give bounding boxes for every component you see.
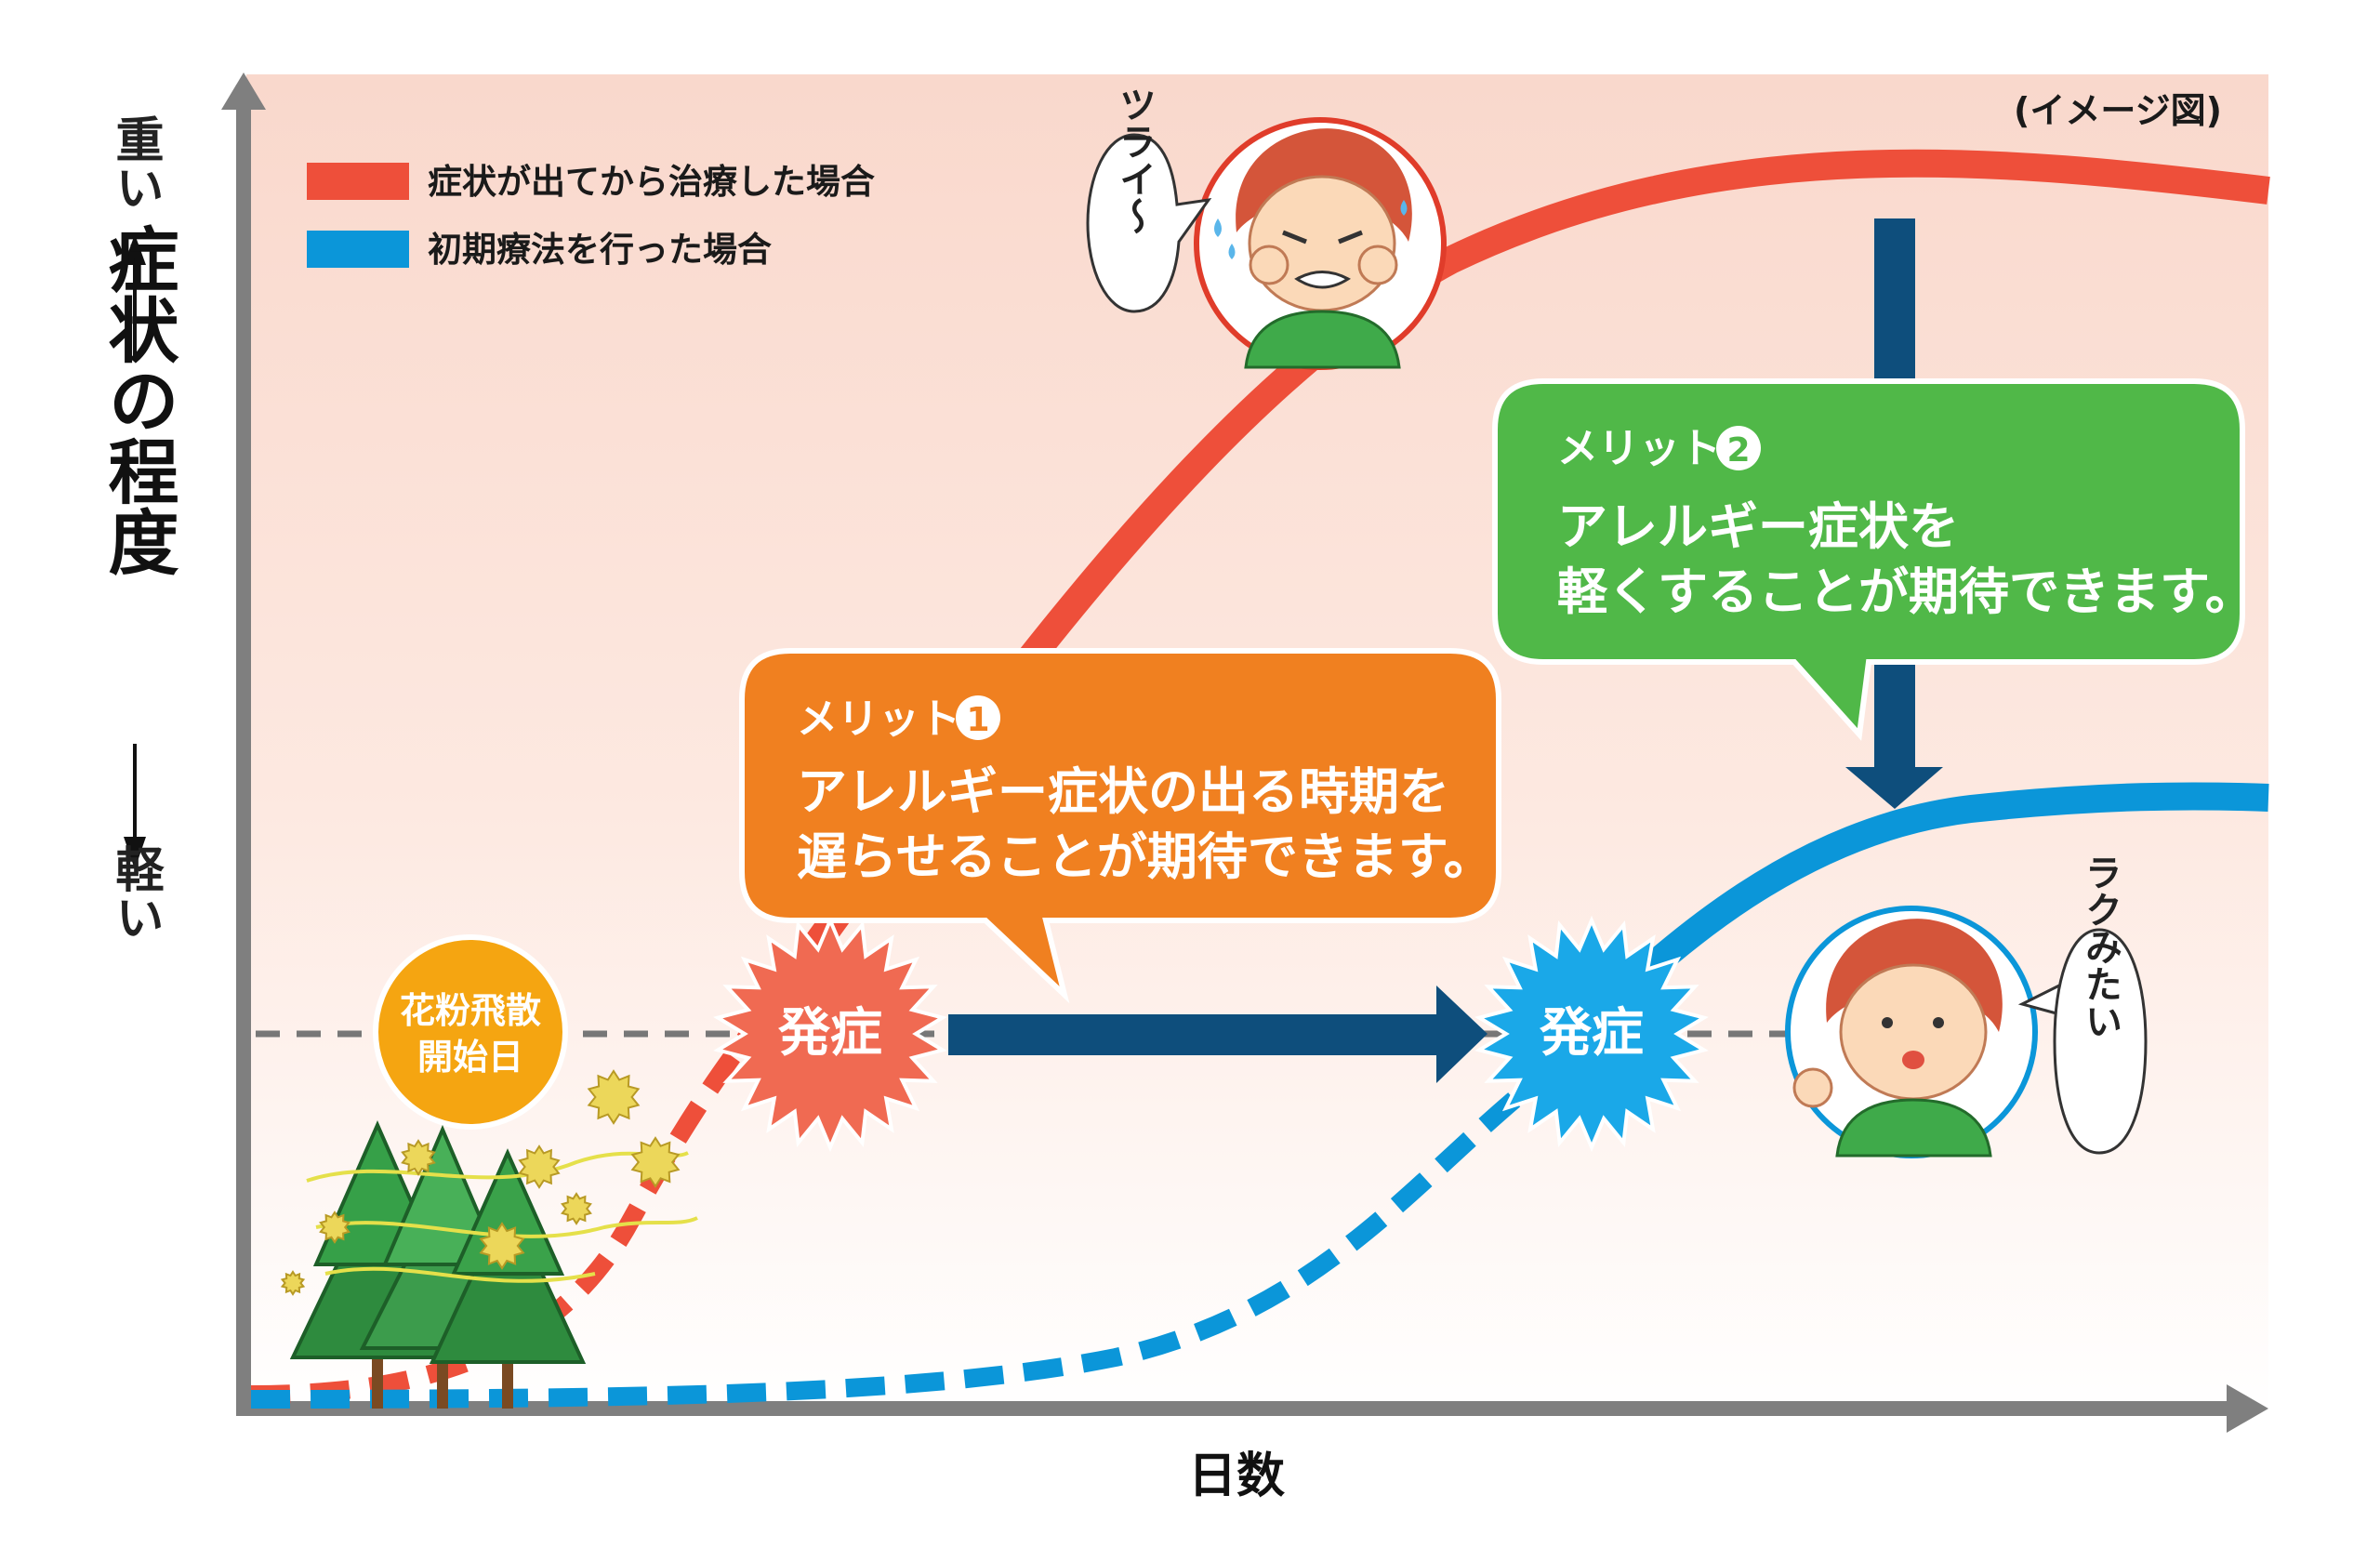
speech-bubble-painful-shape [1086, 133, 1212, 313]
pollen-start-badge: 花粉飛散 開始日 [373, 934, 568, 1130]
image-note: (イメージ図) [2014, 90, 2222, 131]
blue-curve-dashed [250, 1076, 1540, 1409]
legend-swatch-blue [307, 231, 409, 268]
relieved-girl-illustration [1785, 906, 2038, 1158]
speech-painful-text: ツライ〜 [1113, 86, 1156, 234]
onset-burst-red-shape [713, 915, 947, 1153]
onset-burst-blue-shape [1474, 915, 1709, 1153]
delay-arrow-shaft [948, 1014, 1441, 1055]
onset-burst-red-label: 発症 [778, 1003, 882, 1064]
relieved-girl-face [1839, 963, 1988, 1101]
legend-swatch-red [307, 163, 409, 200]
crying-girl-hand-left [1249, 245, 1289, 285]
relieved-girl-eye-right [1933, 1017, 1944, 1028]
pollen-grain [401, 1139, 436, 1176]
legend-label-red: 症状が出てから治療した場合 [428, 162, 875, 202]
merit-1-line1: アレルギー症状の出る時期を [797, 762, 1449, 821]
reduction-arrow-shaft-bottom [1874, 651, 1915, 781]
reduction-arrow-head [1845, 767, 1943, 809]
onset-burst-blue: 発症 [1474, 915, 1709, 1153]
y-axis-bottom-label: 軽い [107, 844, 163, 941]
crying-girl-eyes [1282, 230, 1363, 245]
merit-2-heading: メリット [1557, 425, 1721, 472]
crying-girl-face [1248, 175, 1396, 312]
pollen-wind-2 [315, 1216, 698, 1238]
pollen-start-circle [373, 934, 568, 1130]
relieved-girl-mouth [1902, 1051, 1924, 1069]
pollen-start-line2: 開始日 [417, 1037, 523, 1078]
x-axis-arrowhead [2227, 1384, 2268, 1433]
merit-1-number: 1 [966, 701, 989, 739]
pollen-grain [561, 1192, 592, 1225]
crying-girl-body [1244, 310, 1401, 369]
cedar-trees-illustration [280, 1069, 698, 1409]
crying-girl-hand-right [1357, 245, 1398, 285]
pollen-grain [587, 1069, 641, 1125]
speech-bubble-painful: ツライ〜 [1086, 86, 1212, 313]
y-axis-up-arrow-head [124, 234, 146, 265]
merit-1-heading: メリット [797, 695, 960, 743]
crying-girl-illustration [1194, 117, 1447, 370]
onset-burst-blue-label: 発症 [1540, 1003, 1644, 1064]
speech-bubble-easy-shape [2017, 928, 2148, 1155]
reduction-arrow-shaft-top [1874, 218, 1915, 381]
pollen-wind-3 [324, 1266, 596, 1283]
merit-1-bubble: メリット 1 アレルギー症状の出る時期を 遅らせることが期待できます。 [739, 648, 1501, 1004]
relieved-girl-eye-left [1882, 1017, 1893, 1028]
merit-2-number: 2 [1726, 431, 1750, 470]
speech-bubble-easy: ラクみたい [2017, 853, 2148, 1155]
merit-2-number-badge [1716, 426, 1761, 470]
pollen-grains [280, 1069, 681, 1296]
relieved-girl-hand [1792, 1067, 1833, 1108]
y-axis-arrowhead [221, 73, 266, 110]
speech-easy-text: ラクみたい [2079, 853, 2122, 1039]
y-axis-title: 症状の程度 [97, 223, 179, 576]
tree-3-top [450, 1148, 565, 1276]
relieved-girl-body [1835, 1098, 1992, 1158]
legend-label-blue: 初期療法を行った場合 [428, 230, 772, 270]
pollen-grain [518, 1144, 561, 1189]
legend: 症状が出てから治療した場合 初期療法を行った場合 [307, 162, 875, 270]
crying-girl-mouth [1294, 271, 1351, 289]
merit-2-line2: 軽くすることが期待できます。 [1557, 562, 2255, 621]
merit-1-bubble-shape [739, 648, 1501, 1004]
pollen-start-line1: 花粉飛散 [400, 990, 541, 1031]
crying-girl-tears [1214, 200, 1408, 259]
pollen-grain [280, 1270, 306, 1296]
y-axis-down-arrow-head [124, 837, 146, 869]
merit-2-line1: アレルギー症状を [1557, 497, 1959, 556]
delay-arrow-head [1436, 986, 1488, 1083]
pollen-grain [319, 1211, 350, 1244]
onset-burst-red: 発症 [713, 915, 947, 1153]
merit-1-number-badge [956, 695, 1000, 740]
merit-1-line2: 遅らせることが期待できます。 [797, 827, 1494, 886]
pollen-grain [630, 1136, 681, 1188]
pollen-grain [479, 1222, 525, 1270]
merit-2-bubble-shape [1492, 378, 2245, 741]
y-axis-top-label: 重い [107, 114, 163, 211]
x-axis-label: 日数 [1188, 1449, 1285, 1504]
merit-2-bubble: メリット 2 アレルギー症状を 軽くすることが期待できます。 [1492, 378, 2255, 741]
